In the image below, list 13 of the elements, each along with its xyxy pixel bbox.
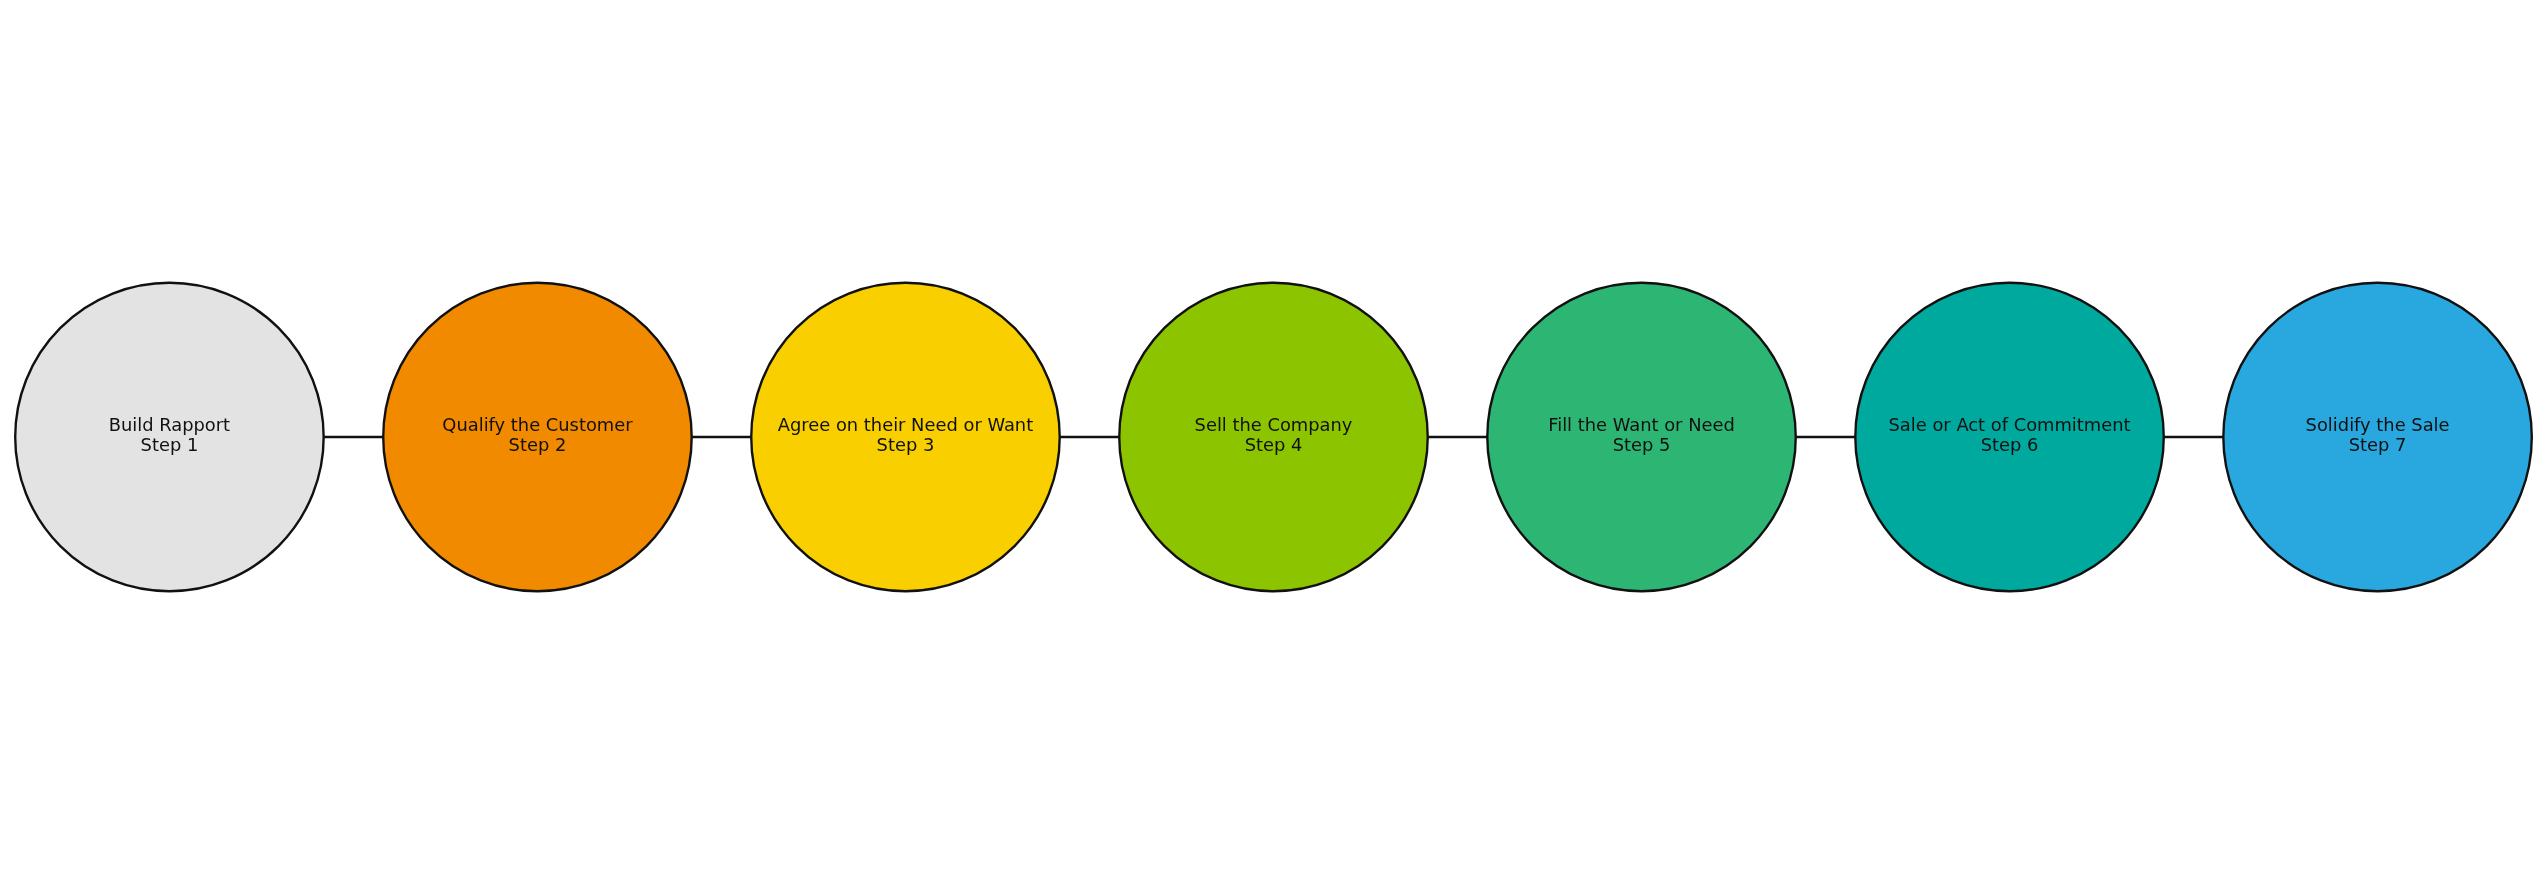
connector bbox=[692, 435, 752, 439]
connector bbox=[2164, 435, 2224, 439]
node-circle: Qualify the Customer Step 2 bbox=[382, 281, 693, 593]
node-circle: Sale or Act of Commitment Step 6 bbox=[1854, 281, 2165, 593]
connector bbox=[324, 435, 384, 439]
connector bbox=[1796, 435, 1856, 439]
node-circle: Sell the Company Step 4 bbox=[1118, 281, 1429, 593]
connector bbox=[1060, 435, 1120, 439]
node-circle: Solidify the Sale Step 7 bbox=[2222, 281, 2533, 593]
connector bbox=[1428, 435, 1488, 439]
node-circle: Build Rapport Step 1 bbox=[14, 281, 325, 593]
node-circle: Fill the Want or Need Step 5 bbox=[1486, 281, 1797, 593]
node-circle: Agree on their Need or Want Step 3 bbox=[750, 281, 1061, 593]
